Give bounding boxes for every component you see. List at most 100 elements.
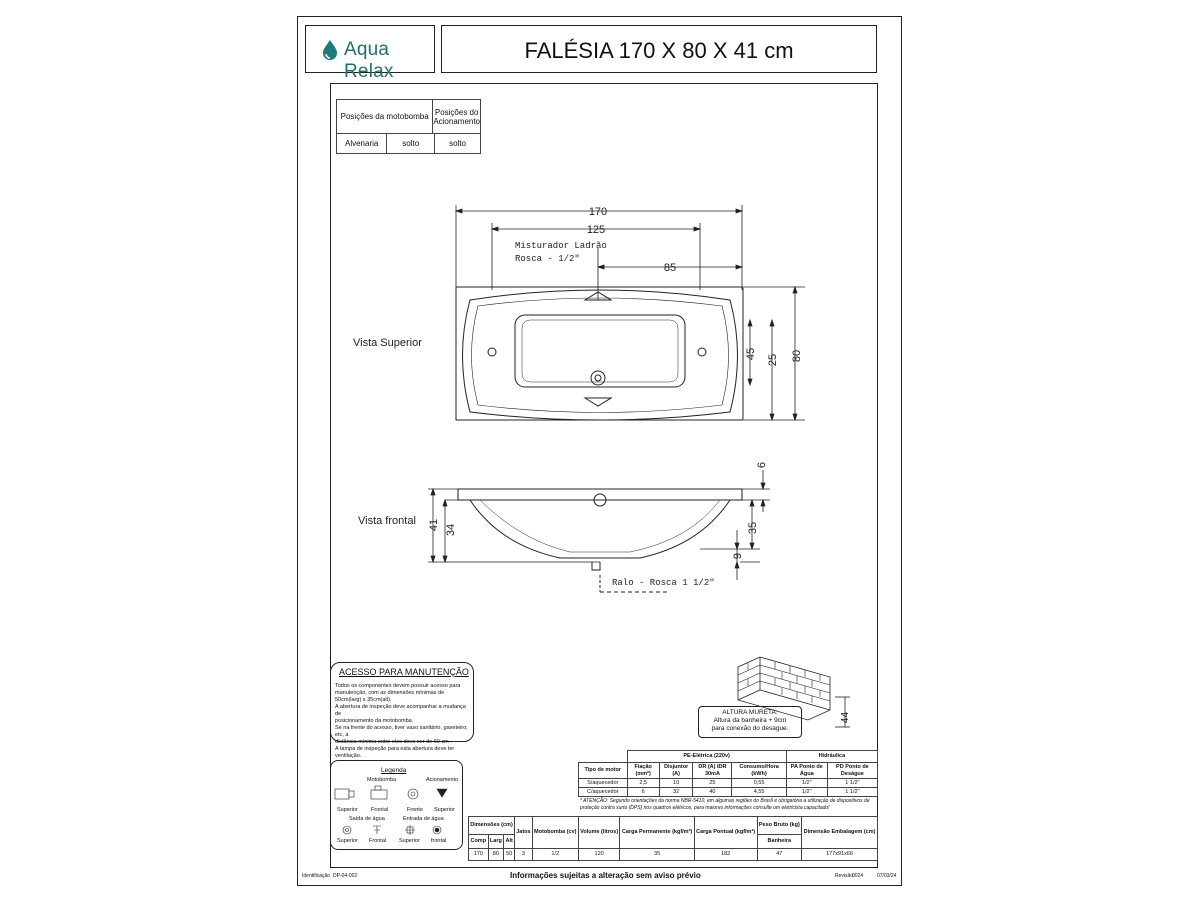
header-motobomba: Motobomba (cv): [531, 816, 579, 849]
drop-logo-icon: [323, 40, 337, 60]
row-c-aquecedor-disjuntor: 32: [658, 787, 694, 797]
footer-date: 07/03/24: [877, 873, 897, 879]
header-jatos: Jatos: [514, 816, 533, 849]
product-title: FALÉSIA 170 X 80 X 41 cm: [524, 38, 794, 63]
electric-group-header: PE-Elétrica (220v): [626, 750, 787, 763]
header-dr: DR (A) IDR 30mA: [692, 762, 733, 779]
note-rosca: Rosca - 1/2": [515, 254, 580, 264]
val-comp: 170: [468, 848, 489, 861]
dim-9: 9: [732, 553, 744, 559]
dim-6: 6: [756, 462, 768, 468]
footer-rev: 0024: [852, 873, 864, 879]
dim-35: 35: [747, 522, 759, 534]
maintenance-line: posicionamento da motobomba.: [335, 718, 414, 724]
sub-banheira: Banheira: [756, 834, 803, 849]
hydro-group-header: Hidráulica: [785, 750, 879, 763]
dim-45: 45: [745, 348, 757, 360]
header-embalagem: Dimensão Embalagem (cm): [801, 816, 878, 849]
brick-wall-icon: [737, 656, 850, 728]
row-s-aquecedor-tipo: S/aquecedor: [578, 778, 628, 788]
dims-table: Dimensões (cm) Jatos Motobomba (cv) Volu…: [467, 816, 878, 861]
col-motobomba: Posições da motobomba: [335, 99, 434, 134]
maintenance-line: distância mínima entre eles deve ser de …: [335, 739, 452, 745]
top-view-drawing: 170 125 85 80 25 45 Misturador Ladrão Ro…: [454, 205, 805, 422]
row-c-aquecedor-tipo: C/aquecedor: [578, 787, 628, 797]
wall-note-line1: Altura da banheira + 9cm: [713, 717, 787, 724]
maintenance-line: A tampa de inspeção para esta abertura d…: [335, 746, 455, 759]
maintenance-line: manutenção, com as dimensões mínimas de: [335, 690, 445, 696]
main-frame: [330, 83, 878, 868]
val-carga-permanente: 35: [619, 848, 695, 861]
legend-sub2-superior-1: Superior: [337, 838, 358, 844]
header-pd: PD Ponto de Deságue: [826, 762, 879, 779]
header-consumo: Consumo/Hora (kWh): [731, 762, 787, 779]
brand-name: Aqua Relax: [344, 39, 394, 82]
row-c-aquecedor-dr: 40: [692, 787, 733, 797]
maintenance-line: A abertura de inspeção deve acompanhar a…: [335, 704, 466, 717]
footer-rev-label: Revisão:: [835, 873, 855, 879]
val-embalagem: 177x91x66: [801, 848, 878, 861]
water-icons: [342, 825, 442, 835]
note-misturador: Misturador Ladrão: [515, 241, 607, 251]
row-s-aquecedor-disjuntor: 10: [658, 778, 694, 788]
row-s-aquecedor-dr: 25: [692, 778, 733, 788]
row-s-aquecedor-fiacao: 2,5: [626, 778, 660, 788]
wall-note-title: ALTURA MURETA:: [722, 709, 778, 716]
val-volume: 120: [577, 848, 621, 861]
legend-entrada: Entrada de água: [403, 816, 444, 822]
footer-ident: DP-04-002: [333, 873, 358, 879]
wall-note-box: ALTURA MURETA: Altura da banheira + 9cm …: [698, 706, 802, 738]
col-acionamento: Posições do Acionamento: [432, 99, 481, 134]
dim-85: 85: [664, 262, 676, 274]
maintenance-line: 50cm(larg) x 35cm(alt).: [335, 697, 392, 703]
legend-title: Legenda: [381, 767, 407, 774]
sub-comp: Comp: [468, 834, 489, 849]
cell-solto-2: solto: [434, 133, 481, 154]
val-carga-pontual: 182: [693, 848, 758, 861]
legend-acionamento: Acionamento: [426, 777, 459, 783]
dim-41: 41: [428, 519, 440, 531]
legend-sub2-frontal-2: frontal: [431, 838, 447, 844]
logo-box: Aqua Relax: [305, 25, 435, 82]
maintenance-line: Se na frente do acesso, tiver vaso sanit…: [335, 725, 468, 738]
maintenance-box: ACESSO PARA MANUTENÇÃO Todos os componen…: [330, 662, 474, 759]
page-frame: [297, 16, 902, 886]
row-c-aquecedor-consumo: 4,55: [731, 787, 787, 797]
maintenance-line: Todos os componentes devem possuir acess…: [335, 683, 461, 689]
legend-sub-frontal-1: Frontal: [371, 807, 389, 813]
header-dimensoes: Dimensões (cm): [467, 816, 516, 835]
maintenance-text: Todos os componentes devem possuir acess…: [335, 683, 471, 760]
electric-blank: [578, 750, 628, 763]
legend-sub-frente: Frente: [407, 807, 423, 813]
legend-sub2-superior-2: Superior: [399, 838, 420, 844]
electric-note: * ATENÇÃO: Segundo orientações da norma …: [580, 798, 870, 811]
dim-170: 170: [589, 206, 607, 218]
wall-dim-44: 44: [840, 711, 852, 724]
dim-125: 125: [587, 224, 605, 236]
row-c-aquecedor-pd: 1 1/2": [826, 787, 879, 797]
legend-motobomba: Motobomba: [367, 777, 397, 783]
legend-sub-superior-2: Superior: [434, 807, 455, 813]
cell-alvenaria: Alvenaria: [335, 133, 388, 154]
note-ralo: Ralo - Rosca 1 1/2": [612, 578, 715, 588]
row-c-aquecedor-fiacao: 6: [626, 787, 660, 797]
legend-saida: Saída de água: [349, 816, 385, 822]
footer-notice: Informações sujeitas a alteração sem avi…: [510, 871, 701, 880]
val-peso: 47: [756, 848, 803, 861]
row-s-aquecedor-pa: 1/2": [785, 778, 828, 788]
dim-25: 25: [767, 354, 779, 366]
header-pa: PA Ponto de Água: [785, 762, 828, 779]
sub-alt: Alt: [503, 834, 516, 849]
header-fiacao: Fiação (mm²): [626, 762, 660, 779]
footer-ident-label: Identificação: [302, 873, 331, 879]
header-tipo-motor: Tipo de motor: [578, 762, 628, 779]
maintenance-title: ACESSO PARA MANUTENÇÃO: [339, 667, 469, 677]
legend-sub2-frontal-1: Frontal: [369, 838, 387, 844]
front-view-drawing: 41 34 6 35 9 Ralo - Rosca 1 1/2": [428, 462, 770, 593]
legend-box: Legenda Motobomba Acionamento Superior F…: [330, 760, 463, 850]
sub-larg: Larg: [487, 834, 505, 849]
positions-table-row: Alvenaria solto solto: [335, 133, 481, 154]
row-s-aquecedor-consumo: 0,55: [731, 778, 787, 788]
legend-sub-superior-1: Superior: [337, 807, 358, 813]
title-box: FALÉSIA 170 X 80 X 41 cm: [441, 25, 877, 73]
